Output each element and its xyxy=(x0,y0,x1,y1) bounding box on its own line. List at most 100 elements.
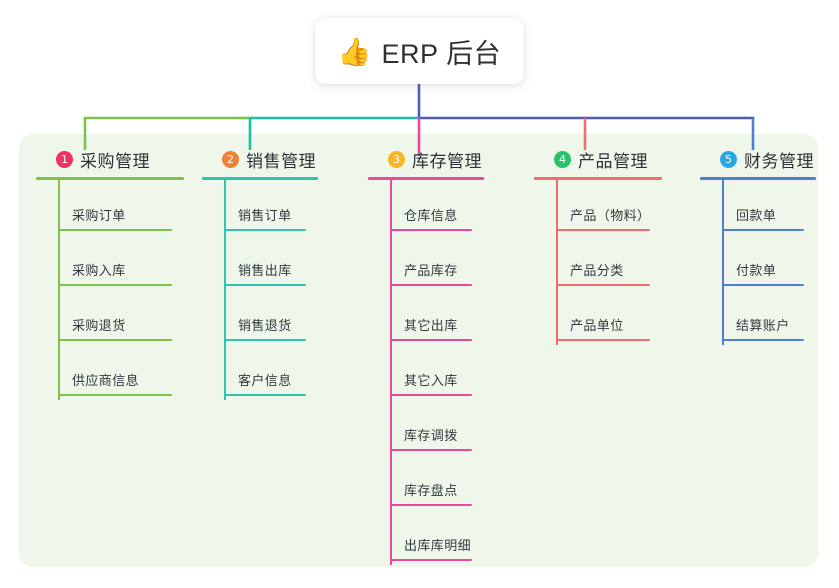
leaf-item-underline xyxy=(722,284,804,286)
leaf-item-label: 销售出库 xyxy=(238,263,292,278)
leaf-item[interactable]: 产品（物料） xyxy=(534,180,662,235)
column-header-1[interactable]: 1 采购管理 xyxy=(36,146,184,172)
leaf-item[interactable]: 销售订单 xyxy=(202,180,318,235)
leaf-item-label: 产品分类 xyxy=(570,263,624,278)
column-badge-4-icon: 4 xyxy=(554,150,571,168)
leaf-item-label: 采购退货 xyxy=(72,318,126,333)
leaf-item-underline xyxy=(58,339,172,341)
column-underline-5 xyxy=(700,177,816,180)
leaf-item[interactable]: 采购退货 xyxy=(36,290,184,345)
leaf-item-label: 结算账户 xyxy=(736,318,790,333)
leaf-item-label: 产品库存 xyxy=(404,263,458,278)
leaf-item[interactable]: 产品库存 xyxy=(368,235,484,290)
column-items-4: 产品（物料） 产品分类产品单位 xyxy=(534,180,662,345)
column-items-1: 采购订单采购入库采购退货供应商信息 xyxy=(36,180,184,400)
leaf-item[interactable]: 付款单 xyxy=(700,235,816,290)
column-title-4: 产品管理 xyxy=(578,151,648,171)
column-3: 3 库存管理仓库信息产品库存其它出库其它入库库存调拨库存盘点出库库明细 xyxy=(368,146,484,565)
leaf-item-underline xyxy=(224,339,306,341)
column-items-2: 销售订单销售出库销售退货客户信息 xyxy=(202,180,318,400)
column-spine-4 xyxy=(556,180,558,345)
column-badge-2-icon: 2 xyxy=(222,150,239,168)
leaf-item-label: 付款单 xyxy=(736,263,777,278)
leaf-item[interactable]: 销售出库 xyxy=(202,235,318,290)
leaf-item-label: 客户信息 xyxy=(238,373,292,388)
leaf-item-label: 销售退货 xyxy=(238,318,292,333)
leaf-item[interactable]: 结算账户 xyxy=(700,290,816,345)
root-node-title: ERP 后台 xyxy=(381,38,502,69)
leaf-item[interactable]: 产品分类 xyxy=(534,235,662,290)
leaf-item-underline xyxy=(58,394,172,396)
leaf-item-underline xyxy=(224,284,306,286)
column-spine-2 xyxy=(224,180,226,400)
thumbs-up-icon: 👍 xyxy=(337,36,372,67)
column-4: 4 产品管理产品（物料） 产品分类产品单位 xyxy=(534,146,662,345)
leaf-item-label: 销售订单 xyxy=(238,208,292,223)
column-title-3: 库存管理 xyxy=(412,151,482,171)
column-header-2[interactable]: 2 销售管理 xyxy=(202,146,318,172)
diagram-background-panel xyxy=(19,134,818,567)
leaf-item-underline xyxy=(390,229,472,231)
column-spine-3 xyxy=(390,180,392,565)
leaf-item-underline xyxy=(556,284,650,286)
leaf-item-underline xyxy=(722,229,804,231)
leaf-item[interactable]: 库存调拨 xyxy=(368,400,484,455)
leaf-item-label: 采购订单 xyxy=(72,208,126,223)
leaf-item-underline xyxy=(224,394,306,396)
column-spine-1 xyxy=(58,180,60,400)
column-badge-5-icon: 5 xyxy=(720,150,737,168)
leaf-item-label: 回款单 xyxy=(736,208,777,223)
column-underline-3 xyxy=(368,177,484,180)
column-header-5[interactable]: 5 财务管理 xyxy=(700,146,816,172)
leaf-item[interactable]: 其它入库 xyxy=(368,345,484,400)
leaf-item[interactable]: 供应商信息 xyxy=(36,345,184,400)
leaf-item-label: 库存调拨 xyxy=(404,428,458,443)
leaf-item-underline xyxy=(390,504,472,506)
column-underline-2 xyxy=(202,177,318,180)
leaf-item[interactable]: 其它出库 xyxy=(368,290,484,345)
leaf-item-label: 产品（物料） xyxy=(570,208,651,223)
column-title-2: 销售管理 xyxy=(246,151,316,171)
column-underline-4 xyxy=(534,177,662,180)
leaf-item[interactable]: 客户信息 xyxy=(202,345,318,400)
leaf-item[interactable]: 销售退货 xyxy=(202,290,318,345)
leaf-item-label: 产品单位 xyxy=(570,318,624,333)
leaf-item[interactable]: 采购入库 xyxy=(36,235,184,290)
leaf-item-underline xyxy=(224,229,306,231)
leaf-item-underline xyxy=(390,339,472,341)
leaf-item-underline xyxy=(390,559,472,561)
leaf-item-label: 采购入库 xyxy=(72,263,126,278)
leaf-item-label: 其它入库 xyxy=(404,373,458,388)
column-2: 2 销售管理销售订单销售出库销售退货客户信息 xyxy=(202,146,318,400)
leaf-item-underline xyxy=(390,394,472,396)
leaf-item[interactable]: 回款单 xyxy=(700,180,816,235)
column-badge-3-icon: 3 xyxy=(388,150,405,168)
column-spine-5 xyxy=(722,180,724,345)
leaf-item-underline xyxy=(390,284,472,286)
column-1: 1 采购管理采购订单采购入库采购退货供应商信息 xyxy=(36,146,184,400)
root-node-erp-backend[interactable]: 👍 ERP 后台 xyxy=(315,18,524,84)
leaf-item[interactable]: 产品单位 xyxy=(534,290,662,345)
leaf-item-underline xyxy=(556,229,650,231)
leaf-item-label: 仓库信息 xyxy=(404,208,458,223)
column-items-5: 回款单付款单结算账户 xyxy=(700,180,816,345)
leaf-item[interactable]: 采购订单 xyxy=(36,180,184,235)
column-items-3: 仓库信息产品库存其它出库其它入库库存调拨库存盘点出库库明细 xyxy=(368,180,484,565)
leaf-item-underline xyxy=(58,229,172,231)
leaf-item-label: 供应商信息 xyxy=(72,373,140,388)
leaf-item-underline xyxy=(390,449,472,451)
column-5: 5 财务管理回款单付款单结算账户 xyxy=(700,146,816,345)
column-title-1: 采购管理 xyxy=(80,151,150,171)
leaf-item[interactable]: 库存盘点 xyxy=(368,455,484,510)
leaf-item-label: 其它出库 xyxy=(404,318,458,333)
leaf-item-underline xyxy=(722,339,804,341)
leaf-item-label: 出库库明细 xyxy=(404,538,472,553)
leaf-item[interactable]: 仓库信息 xyxy=(368,180,484,235)
column-header-4[interactable]: 4 产品管理 xyxy=(534,146,662,172)
column-header-3[interactable]: 3 库存管理 xyxy=(368,146,484,172)
leaf-item[interactable]: 出库库明细 xyxy=(368,510,484,565)
column-title-5: 财务管理 xyxy=(744,151,814,171)
column-badge-1-icon: 1 xyxy=(56,150,73,168)
leaf-item-underline xyxy=(556,339,650,341)
